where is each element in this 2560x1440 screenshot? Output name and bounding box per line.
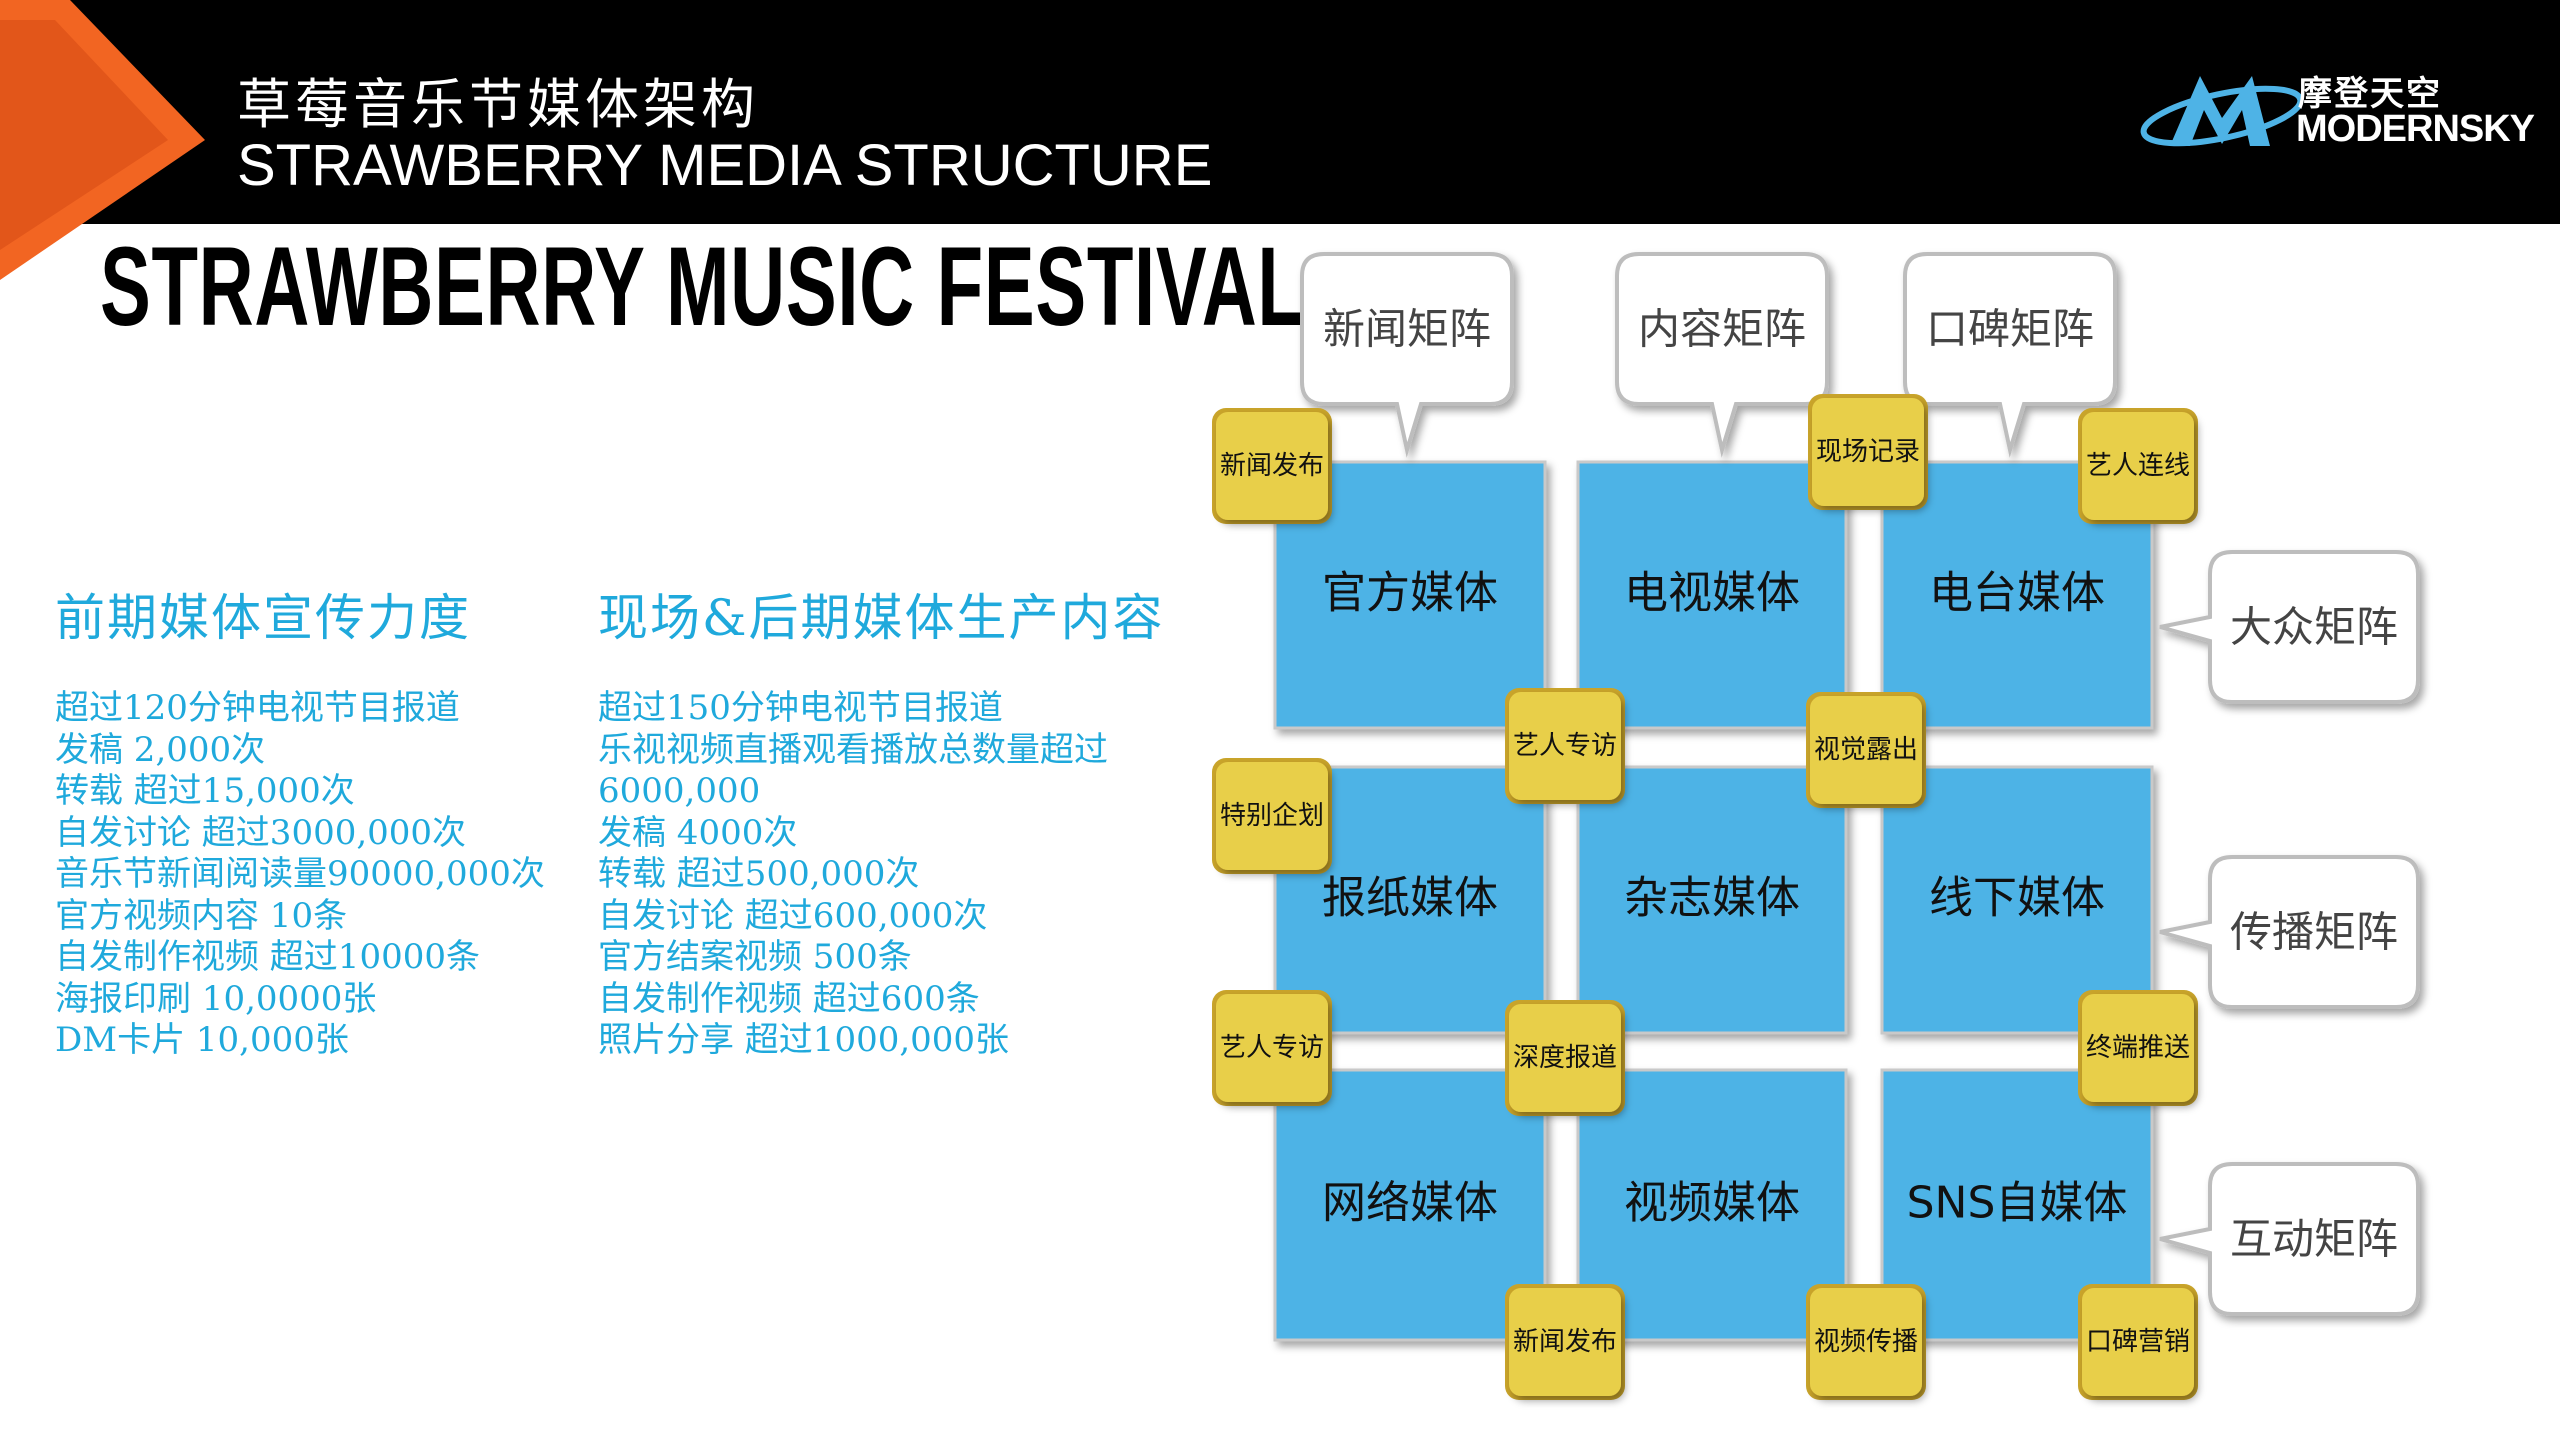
connector-label: 口碑营销 (2086, 1327, 2190, 1357)
callout-right: 传播矩阵 (2159, 855, 2420, 1009)
list-item: 超过150分钟电视节目报道 (598, 688, 1003, 728)
connector-box: 视频传播 (1806, 1284, 1926, 1400)
onsite-content-list: 超过150分钟电视节目报道 乐视视频直播观看播放总数量超过 6000,000 发… (598, 688, 1165, 1062)
media-box (1576, 460, 1848, 730)
list-item: 6000,000 (598, 771, 761, 811)
connector-box: 现场记录 (1808, 394, 1928, 510)
pre-promotion-section: 前期媒体宣传力度 超过120分钟电视节目报道 发稿 2,000次 转载 超过15… (55, 578, 545, 1062)
list-item: 自发讨论 超过600,000次 (598, 895, 988, 936)
media-box-label: 报纸媒体 (1322, 873, 1498, 924)
callout-right: 大众矩阵 (2159, 550, 2420, 704)
media-box-label: 杂志媒体 (1624, 873, 1800, 924)
connector-label: 视觉露出 (1814, 735, 1918, 765)
logo-text-cn: 摩登天空 (2298, 74, 2442, 114)
connector-label: 现场记录 (1816, 437, 1920, 467)
callout-top: 新闻矩阵 (1300, 252, 1514, 458)
pre-promotion-list: 超过120分钟电视节目报道 发稿 2,000次 转载 超过15,000次 自发讨… (55, 688, 545, 1062)
connector-box: 终端推送 (2078, 990, 2198, 1106)
connector-label: 艺人专访 (1513, 731, 1617, 761)
connector-label: 艺人专访 (1220, 1033, 1324, 1063)
onsite-content-section: 现场&后期媒体生产内容 超过150分钟电视节目报道 乐视视频直播观看播放总数量超… (598, 578, 1165, 1062)
callout-top: 口碑矩阵 (1903, 252, 2117, 458)
list-item: 乐视视频直播观看播放总数量超过 (598, 729, 1108, 770)
connector-label: 艺人连线 (2086, 451, 2190, 481)
list-item: 转载 超过15,000次 (55, 771, 355, 811)
connector-box: 口碑营销 (2078, 1284, 2198, 1400)
list-item: 发稿 2,000次 (55, 729, 266, 770)
media-box (1273, 1068, 1547, 1342)
callout-label: 传播矩阵 (2230, 908, 2398, 957)
list-item: 音乐节新闻阅读量90000,000次 (55, 854, 545, 894)
list-item: 官方视频内容 10条 (55, 895, 348, 936)
list-item: 自发制作视频 超过10000条 (55, 937, 480, 977)
media-box-label: 网络媒体 (1322, 1178, 1498, 1229)
list-item: 发稿 4000次 (598, 812, 798, 853)
onsite-content-heading: 现场&后期媒体生产内容 (598, 589, 1165, 647)
callout-label: 内容矩阵 (1638, 305, 1806, 354)
media-box-label: 官方媒体 (1322, 568, 1498, 619)
media-box (1880, 765, 2154, 1035)
connector-box: 特别企划 (1212, 758, 1332, 874)
list-item: DM卡片 10,000张 (55, 1020, 349, 1060)
media-box-label: 电台媒体 (1929, 568, 2105, 619)
connector-label: 特别企划 (1220, 801, 1324, 831)
callout-label: 大众矩阵 (2230, 603, 2398, 652)
list-item: 照片分享 超过1000,000张 (598, 1020, 1010, 1060)
connector-box: 视觉露出 (1806, 692, 1926, 808)
connector-label: 新闻发布 (1513, 1327, 1617, 1357)
media-box (1576, 765, 1848, 1035)
connector-box: 深度报道 (1505, 1000, 1625, 1116)
media-box-label: 视频媒体 (1624, 1178, 1800, 1229)
list-item: 自发制作视频 超过600条 (598, 978, 980, 1019)
media-box-label: 线下媒体 (1929, 873, 2105, 924)
connector-box: 艺人专访 (1212, 990, 1332, 1106)
page-title-en: STRAWBERRY MEDIA STRUCTURE (237, 133, 1213, 198)
callout-label: 新闻矩阵 (1323, 305, 1491, 354)
connector-box: 艺人连线 (2078, 408, 2198, 524)
media-box-label: SNS自媒体 (1907, 1178, 2128, 1229)
callout-label: 口碑矩阵 (1926, 305, 2094, 354)
list-item: 海报印刷 10,0000张 (55, 978, 377, 1019)
connector-label: 新闻发布 (1220, 451, 1324, 481)
callout-right: 互动矩阵 (2159, 1162, 2420, 1316)
list-item: 超过120分钟电视节目报道 (55, 688, 460, 728)
header-bar (0, 0, 2560, 224)
callout-top: 内容矩阵 (1615, 252, 1829, 458)
callout-label: 互动矩阵 (2230, 1215, 2398, 1264)
connector-box: 艺人专访 (1505, 688, 1625, 804)
list-item: 官方结案视频 500条 (598, 937, 912, 977)
connector-label: 视频传播 (1814, 1327, 1918, 1357)
pre-promotion-heading: 前期媒体宣传力度 (55, 589, 471, 647)
modernsky-logo-icon (2140, 76, 2304, 147)
connector-box: 新闻发布 (1212, 408, 1332, 524)
festival-title: STRAWBERRY MUSIC FESTIVAL (100, 224, 1305, 349)
connector-box: 新闻发布 (1505, 1284, 1625, 1400)
list-item: 自发讨论 超过3000,000次 (55, 812, 467, 853)
orange-arrow-decoration (0, 0, 205, 280)
logo-text-en: MODERNSKY (2296, 108, 2535, 150)
connector-label: 终端推送 (2086, 1033, 2190, 1063)
connector-label: 深度报道 (1513, 1043, 1617, 1073)
page-title-cn: 草莓音乐节媒体架构 (237, 73, 759, 136)
media-box-label: 电视媒体 (1624, 568, 1800, 619)
list-item: 转载 超过500,000次 (598, 854, 920, 894)
